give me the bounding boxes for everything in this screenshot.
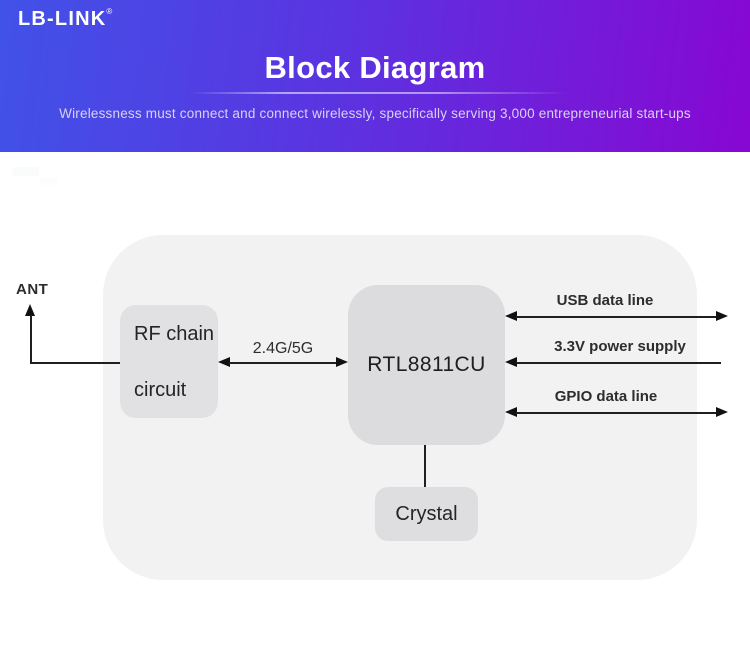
crystal-box: Crystal — [375, 487, 478, 541]
rf-chain-circuit-box: RF chain circuit — [120, 305, 218, 418]
rf-chain-box-line2: circuit — [134, 379, 187, 401]
main-chip-label: RTL8811CU — [367, 353, 486, 376]
title-underline-decoration — [190, 92, 568, 94]
arrowhead-left-gpio-icon — [505, 407, 517, 417]
page-subtitle: Wirelessness must connect and connect wi… — [59, 106, 691, 121]
registered-trademark-icon: ® — [106, 7, 114, 16]
faint-watermark — [13, 167, 39, 176]
crystal-connector-line — [424, 445, 426, 487]
rf-link-label: 2.4G/5G — [252, 340, 314, 357]
page-title: Block Diagram — [264, 50, 486, 85]
usb-data-line-label: USB data line — [556, 292, 654, 309]
arrowhead-left-power-icon — [505, 357, 517, 367]
arrowhead-right-gpio-icon — [716, 407, 728, 417]
arrowhead-left-usb-icon — [505, 311, 517, 321]
brand-logo-text: LB-LINK — [18, 8, 107, 30]
arrowhead-right-usb-icon — [716, 311, 728, 321]
arrowhead-right-rf-icon — [336, 357, 348, 367]
power-supply-line — [516, 362, 721, 364]
arrowhead-up-ant-icon — [25, 304, 35, 316]
usb-data-line — [516, 316, 717, 318]
crystal-label: Crystal — [395, 502, 458, 525]
brand-logo[interactable]: LB-LINK® — [18, 7, 114, 31]
faint-watermark — [40, 178, 58, 185]
ant-label: ANT — [16, 281, 49, 298]
rf-link-line — [229, 362, 337, 364]
main-chip-box: RTL8811CU — [348, 285, 505, 445]
power-supply-label: 3.3V power supply — [554, 338, 686, 355]
ant-vertical-line — [30, 315, 32, 363]
header-banner: LB-LINK® Block Diagram Wirelessness must… — [0, 0, 750, 152]
rf-chain-box-line1: RF chain — [134, 323, 215, 345]
gpio-data-line-label: GPIO data line — [554, 388, 658, 405]
ant-horizontal-line — [30, 362, 121, 364]
arrowhead-left-rf-icon — [218, 357, 230, 367]
gpio-data-line — [516, 412, 717, 414]
